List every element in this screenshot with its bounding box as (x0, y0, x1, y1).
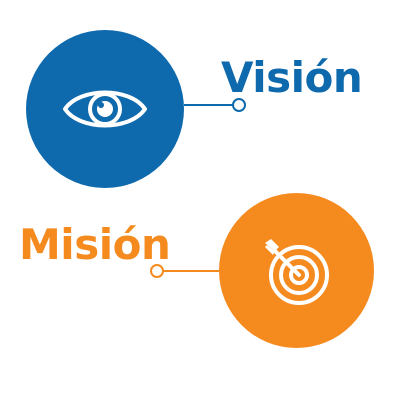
vision-circle (26, 30, 184, 188)
target-arrow-icon (264, 238, 329, 305)
eye-icon (63, 90, 147, 128)
vision-heading: Visión (221, 53, 363, 102)
mission-circle (219, 193, 374, 348)
mission-heading: Misión (19, 220, 171, 269)
